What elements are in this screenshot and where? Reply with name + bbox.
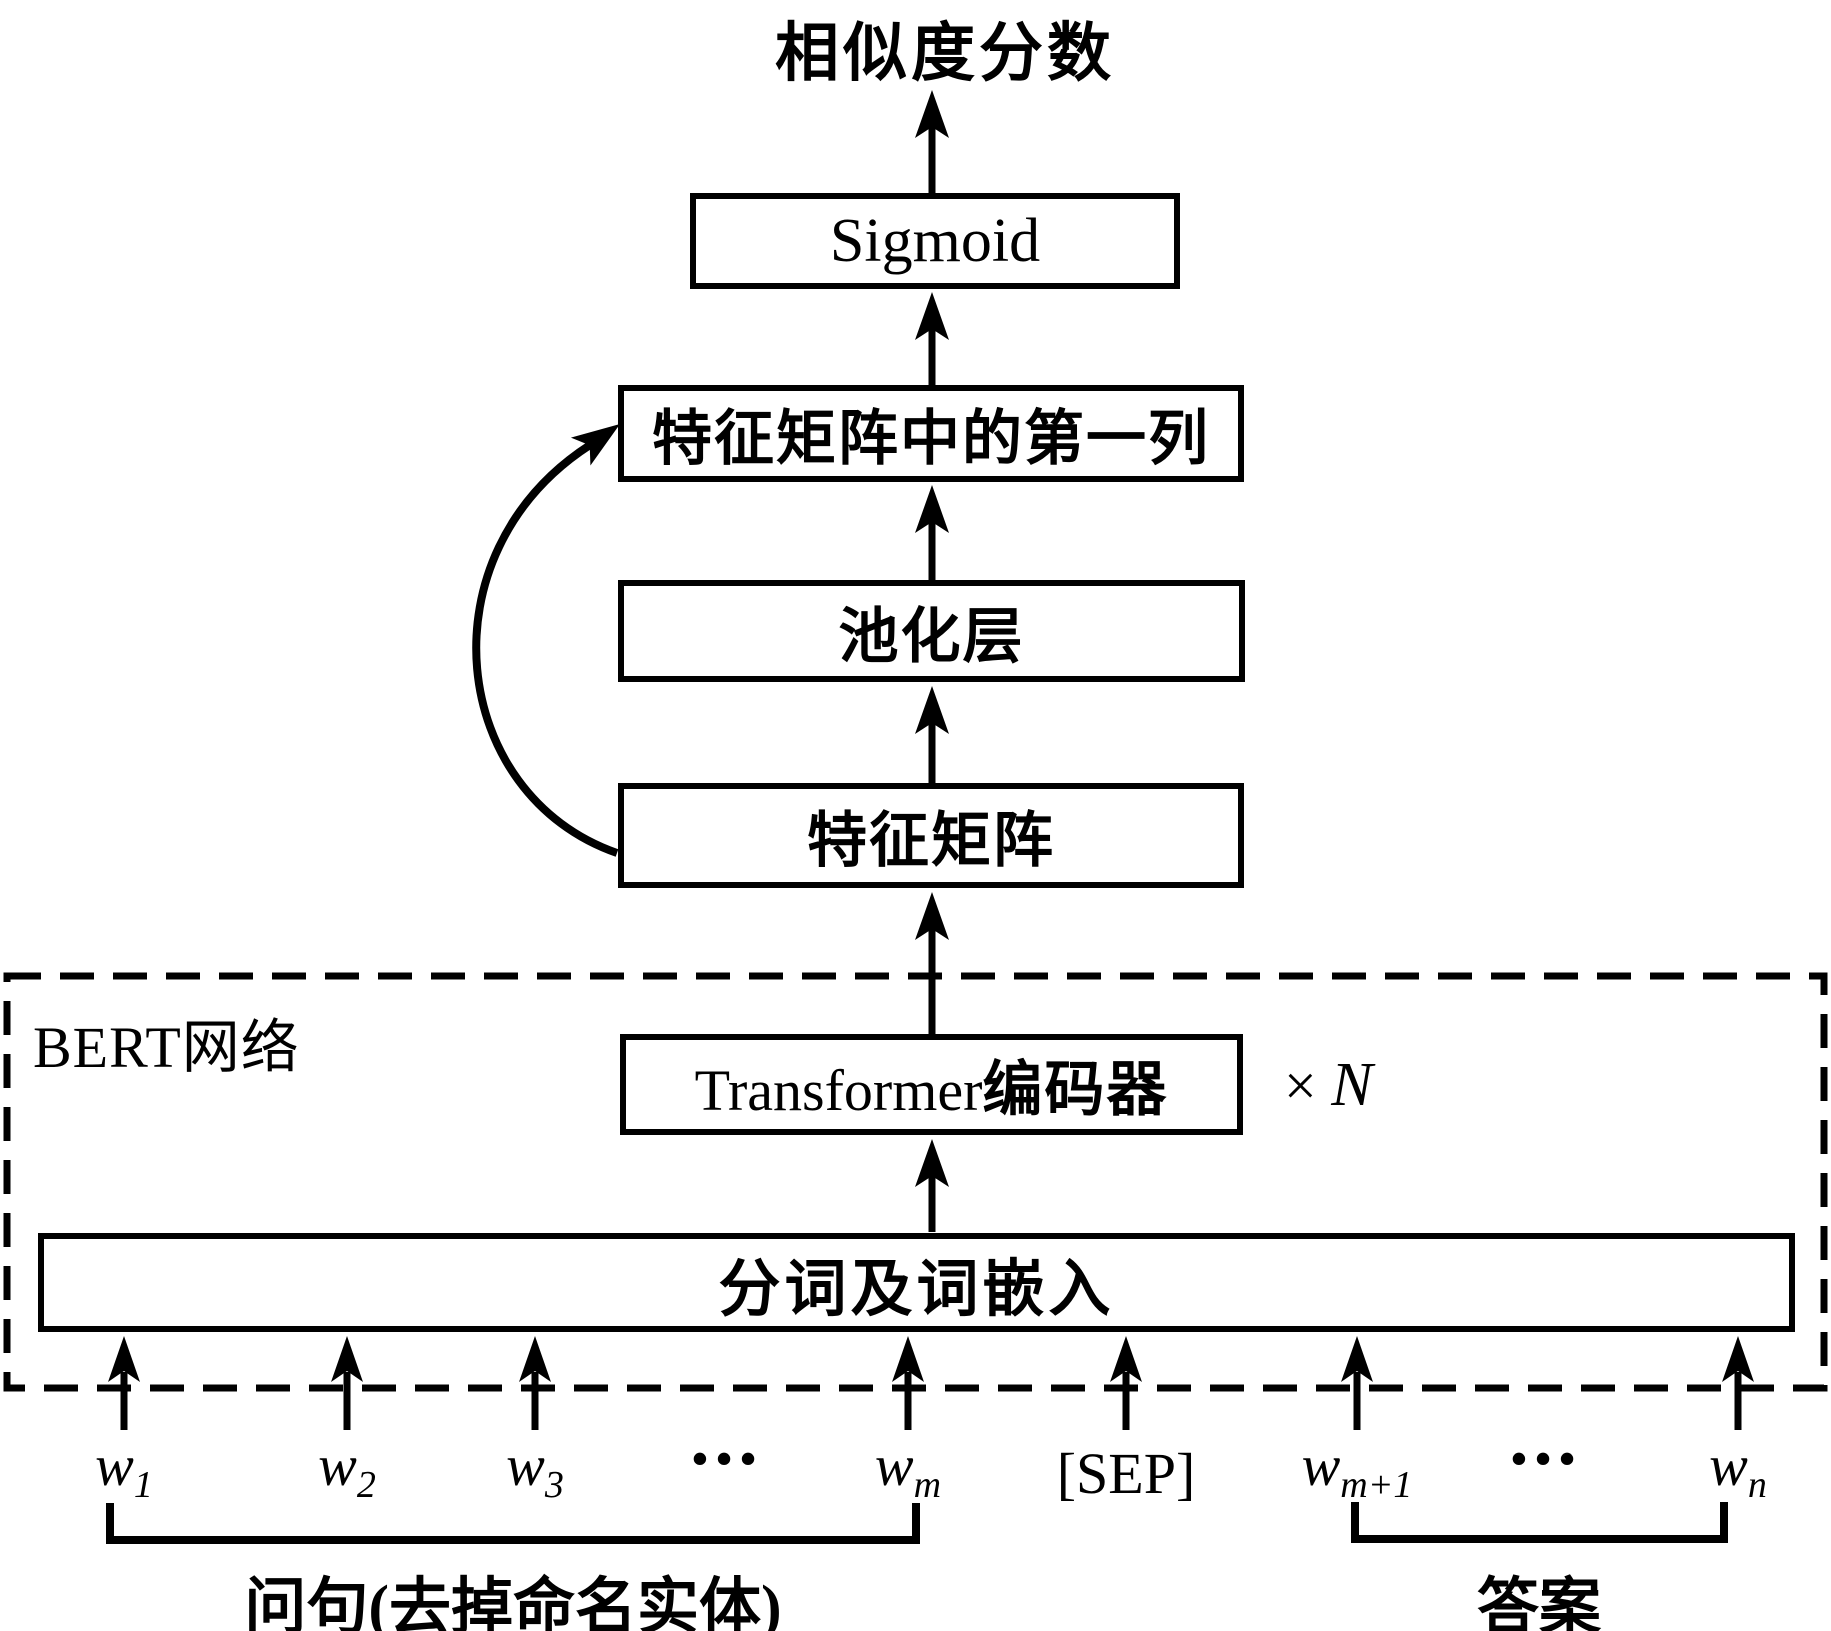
first-column-box-label: 特征矩阵中的第一列 — [652, 406, 1210, 472]
bert-dashed-container — [3, 972, 1828, 1392]
repeat-count-label: × N — [1284, 1050, 1373, 1121]
repeat-variable: N — [1331, 1051, 1373, 1119]
arrow-up-icon-pooling — [915, 686, 949, 783]
skip-connection-arrow — [472, 424, 620, 857]
arrow-up-icon-transformer — [915, 1139, 949, 1232]
embedding-box: 分词及词嵌入 — [38, 1233, 1795, 1332]
token-w2: w2 — [318, 1433, 376, 1506]
first-column-box: 特征矩阵中的第一列 — [618, 385, 1244, 482]
transformer-encoder-label-en: Transformer — [694, 1058, 983, 1123]
token-sep: [SEP] — [1056, 1441, 1196, 1506]
arrow-up-icon-score — [915, 90, 949, 193]
answer-bracket — [1351, 1502, 1728, 1543]
token-wn: wn — [1709, 1433, 1767, 1506]
sigmoid-box: Sigmoid — [690, 193, 1180, 289]
question-bracket — [106, 1503, 920, 1544]
question-group-label: 问句(去掉命名实体) — [244, 1574, 782, 1631]
token-arrows — [108, 1336, 1754, 1430]
embedding-box-label: 分词及词嵌入 — [718, 1255, 1115, 1324]
output-label-similarity-score: 相似度分数 — [775, 18, 1115, 89]
feature-matrix-box: 特征矩阵 — [618, 783, 1244, 888]
sigmoid-box-label: Sigmoid — [829, 206, 1041, 275]
pooling-layer-box: 池化层 — [618, 580, 1245, 682]
pooling-layer-box-label: 池化层 — [838, 603, 1025, 670]
transformer-encoder-box: Transformer编码器 — [620, 1034, 1243, 1135]
arrow-up-icon-first-column — [915, 485, 949, 580]
ellipsis-answer-tokens: ••• — [1510, 1433, 1584, 1484]
answer-group-label: 答案 — [1476, 1574, 1602, 1631]
transformer-encoder-label-zh: 编码器 — [982, 1057, 1169, 1123]
token-w1: w1 — [95, 1433, 153, 1506]
token-wm: wm — [874, 1433, 942, 1506]
times-sign: × — [1284, 1053, 1317, 1118]
arrow-up-icon-feature-matrix — [915, 892, 949, 1034]
ellipsis-question-tokens: ••• — [691, 1433, 765, 1484]
token-wm1: wm+1 — [1301, 1433, 1413, 1506]
transformer-encoder-box-label: Transformer编码器 — [695, 1041, 1169, 1128]
bert-container-label: BERT网络 — [33, 1015, 300, 1080]
feature-matrix-box-label: 特征矩阵 — [807, 808, 1055, 874]
token-w3: w3 — [506, 1433, 564, 1506]
arrow-up-icon-sigmoid — [915, 292, 949, 385]
